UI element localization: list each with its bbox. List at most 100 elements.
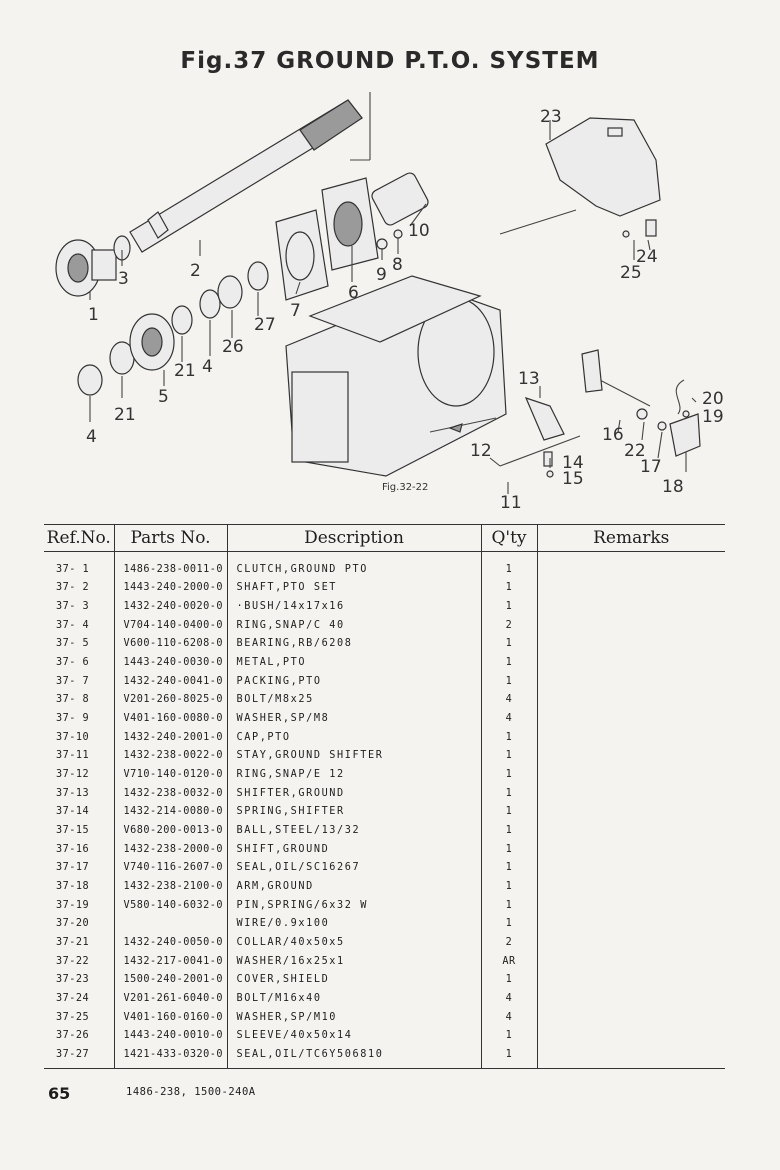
callout-label: 26 bbox=[222, 337, 244, 357]
table-cell-qty: 1 bbox=[480, 1045, 537, 1069]
table-cell-parts-no: 1421-433-0320-0 bbox=[113, 1045, 227, 1069]
callout-label: 1 bbox=[88, 305, 99, 325]
table-cell-description: BEARING,RB/6208 bbox=[226, 634, 481, 654]
table-cell-remarks bbox=[536, 839, 725, 859]
table-cell-parts-no: 1432-240-0020-0 bbox=[113, 597, 227, 616]
header-remarks: Remarks bbox=[536, 524, 725, 552]
table-cell-qty: 1 bbox=[480, 765, 537, 784]
table-cell-description: SHIFT,GROUND bbox=[226, 839, 481, 859]
footer-code: 1486-238, 1500-240A bbox=[126, 1086, 256, 1098]
table-cell-remarks bbox=[536, 783, 725, 803]
table-cell-description: BOLT/M16x40 bbox=[226, 989, 481, 1008]
table-cell-parts-no: V201-261-6040-0 bbox=[113, 989, 227, 1008]
table-cell-remarks bbox=[536, 578, 725, 598]
callout-label: 4 bbox=[86, 427, 97, 447]
cover-shield-part bbox=[499, 117, 661, 238]
callout-label: 8 bbox=[392, 255, 403, 275]
table-cell-ref-no: 37-12 bbox=[56, 769, 90, 781]
callout-label: 16 bbox=[602, 425, 624, 445]
table-cell-remarks bbox=[536, 1045, 725, 1069]
table-cell-parts-no: 1443-240-0030-0 bbox=[113, 653, 227, 672]
table-cell-parts-no: 1432-214-0080-0 bbox=[113, 802, 227, 822]
table-header-row: Ref.No. Parts No. Description Q'ty Remar… bbox=[44, 524, 725, 552]
table-cell-parts-no: 1432-217-0041-0 bbox=[113, 951, 227, 971]
table-cell-description: RING,SNAP/E 12 bbox=[226, 765, 481, 784]
table-cell-qty: 2 bbox=[480, 615, 537, 635]
callout-label: 23 bbox=[540, 107, 562, 127]
table-cell-qty: 1 bbox=[480, 578, 537, 598]
table-cell-description: WASHER,SP/M10 bbox=[226, 1007, 481, 1027]
bearing-ring-parts bbox=[77, 261, 269, 396]
table-cell-qty: 1 bbox=[480, 802, 537, 822]
table-cell-remarks bbox=[536, 634, 725, 654]
table-cell-description: BOLT/M8x25 bbox=[226, 690, 481, 710]
table-cell-qty: 1 bbox=[480, 895, 537, 915]
table-cell-remarks bbox=[536, 690, 725, 710]
table-cell-ref-no: 37-22 bbox=[56, 955, 90, 967]
table-cell-ref-no: 37- 9 bbox=[56, 713, 90, 725]
table-cell-ref-no: 37-21 bbox=[56, 936, 90, 948]
callout-label: 7 bbox=[290, 301, 301, 321]
table-cell-description: COLLAR/40x50x5 bbox=[226, 933, 481, 952]
table-cell-qty: 1 bbox=[480, 671, 537, 691]
table-cell-description: ·BUSH/14x17x16 bbox=[226, 597, 481, 616]
table-cell-remarks bbox=[536, 551, 725, 579]
table-cell-remarks bbox=[536, 951, 725, 971]
callout-label: 22 bbox=[624, 441, 646, 461]
table-cell-qty: 1 bbox=[480, 634, 537, 654]
table-cell-parts-no: 1443-240-2000-0 bbox=[113, 578, 227, 598]
table-cell-description: SEAL,OIL/SC16267 bbox=[226, 858, 481, 878]
callout-label: 9 bbox=[376, 265, 387, 285]
table-cell-remarks bbox=[536, 746, 725, 766]
table-cell-remarks bbox=[536, 765, 725, 784]
table-cell-description: SHIFTER,GROUND bbox=[226, 783, 481, 803]
table-cell-parts-no bbox=[113, 914, 227, 934]
callout-label: 10 bbox=[408, 221, 430, 241]
table-cell-description: CLUTCH,GROUND PTO bbox=[226, 551, 481, 579]
table-cell-ref-no: 37- 4 bbox=[56, 619, 90, 631]
table-cell-remarks bbox=[536, 895, 725, 915]
table-cell-qty: 1 bbox=[480, 783, 537, 803]
table-cell-parts-no: V600-110-6208-0 bbox=[113, 634, 227, 654]
table-cell-ref-no: 37- 7 bbox=[56, 675, 90, 687]
table-cell-ref-no: 37-23 bbox=[56, 974, 90, 986]
table-cell-remarks bbox=[536, 989, 725, 1008]
parts-list-table: Ref.No. Parts No. Description Q'ty Remar… bbox=[44, 524, 725, 1069]
table-cell-description: SEAL,OIL/TC6Y506810 bbox=[226, 1045, 481, 1069]
table-cell-ref-no: 37-19 bbox=[56, 899, 90, 911]
callout-label: 24 bbox=[636, 247, 658, 267]
table-cell-ref-no: 37-18 bbox=[56, 880, 90, 892]
table-cell-qty: 1 bbox=[480, 914, 537, 934]
table-cell-remarks bbox=[536, 709, 725, 728]
callout-label: 15 bbox=[562, 469, 584, 489]
table-cell-qty: 1 bbox=[480, 877, 537, 896]
table-cell-description: METAL,PTO bbox=[226, 653, 481, 672]
table-cell-ref-no: 37-14 bbox=[56, 806, 90, 818]
callout-label: 6 bbox=[348, 283, 359, 303]
header-ref-no: Ref.No. bbox=[44, 524, 114, 552]
callout-label: 11 bbox=[500, 493, 522, 513]
table-cell-parts-no: 1486-238-0011-0 bbox=[113, 551, 227, 579]
table-cell-ref-no: 37-17 bbox=[56, 862, 90, 874]
table-cell-ref-no: 37-11 bbox=[56, 750, 90, 762]
callout-label: 13 bbox=[518, 369, 540, 389]
callout-labels: 1 2 3 4 5 6 7 8 9 10 11 12 13 14 15 16 1… bbox=[86, 107, 724, 513]
table-cell-parts-no: 1432-238-2100-0 bbox=[113, 877, 227, 896]
table-cell-parts-no: V580-140-6032-0 bbox=[113, 895, 227, 915]
callout-label: 19 bbox=[702, 407, 724, 427]
